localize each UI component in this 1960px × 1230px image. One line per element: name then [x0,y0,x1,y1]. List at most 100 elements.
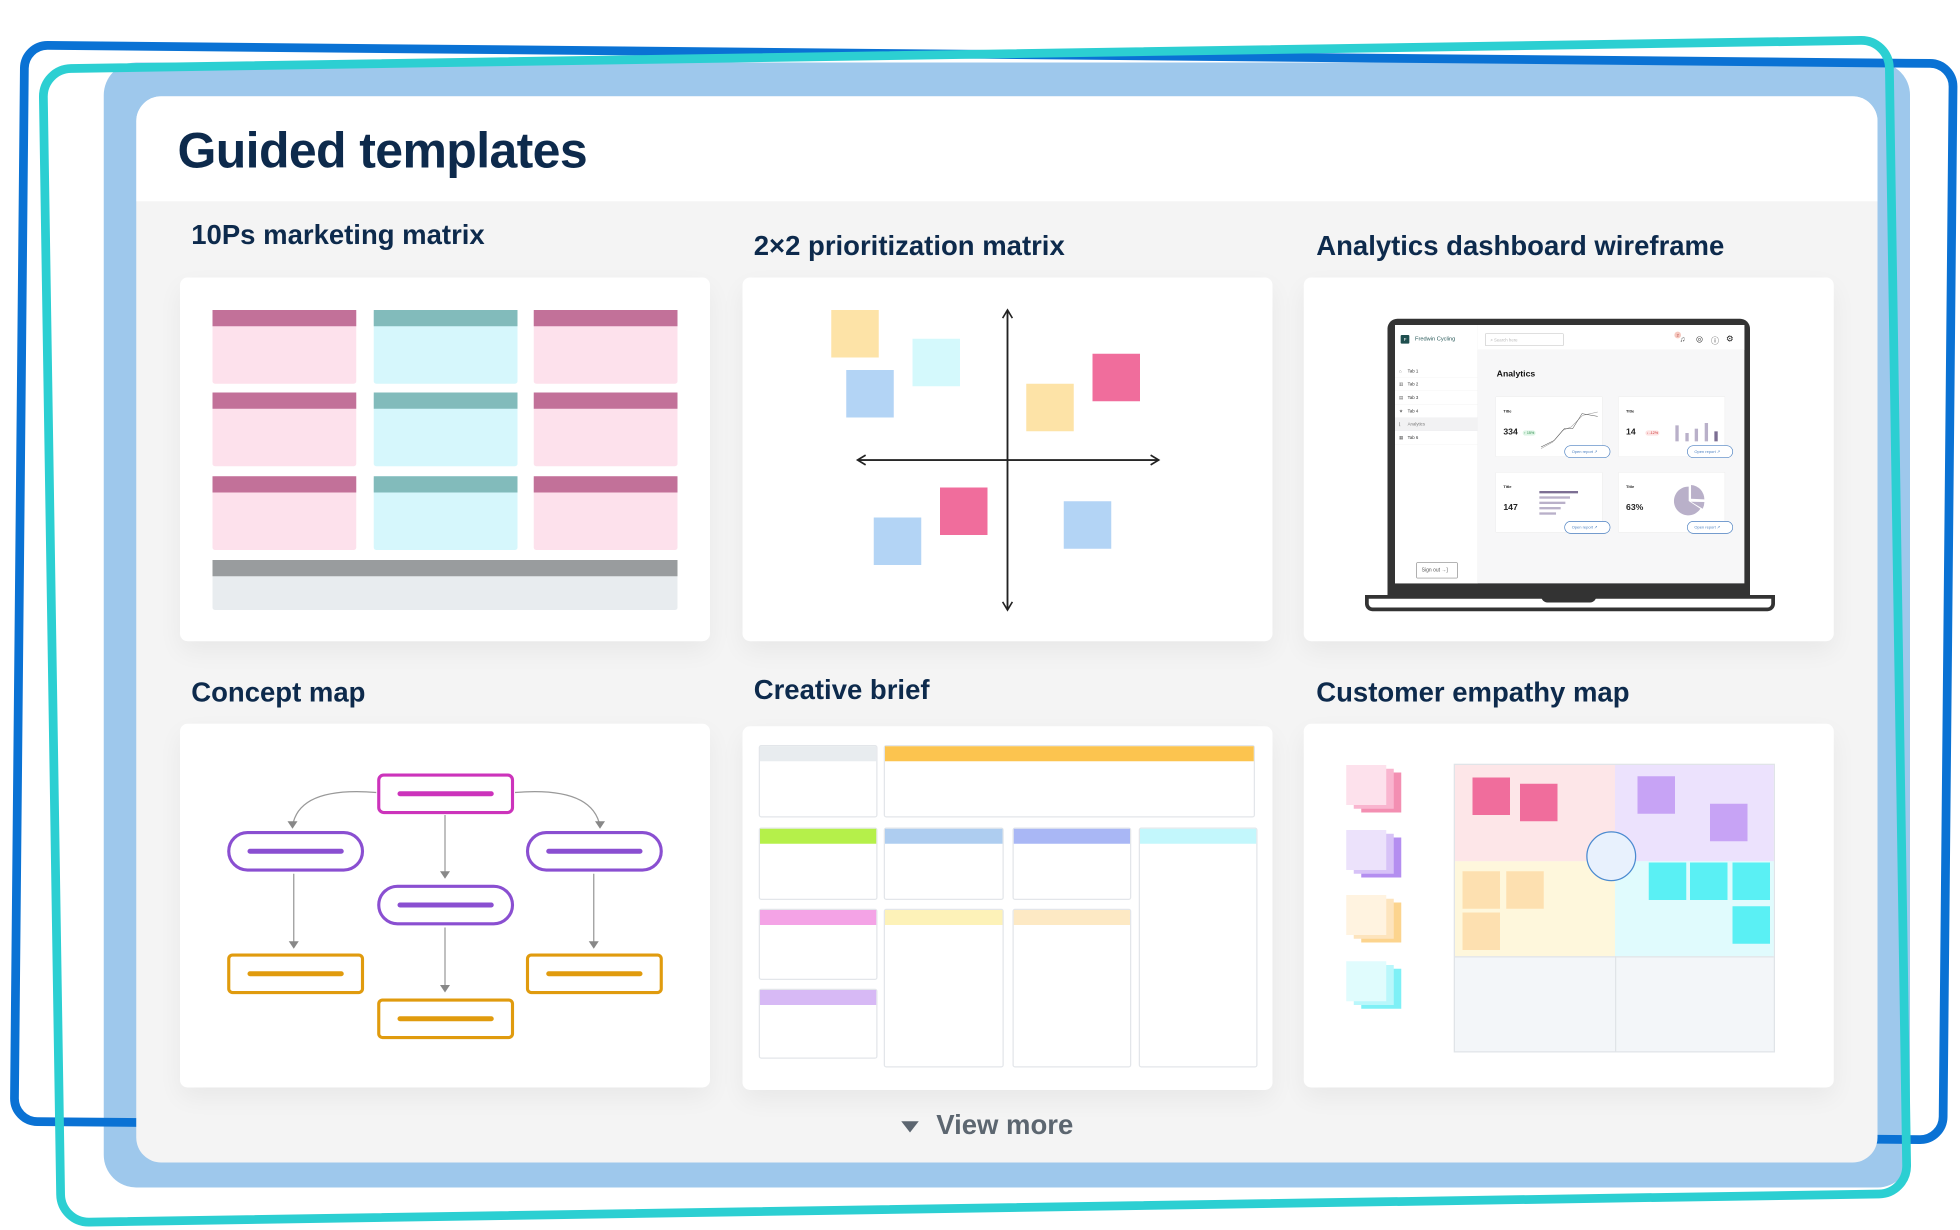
brand-name: Fredwin Cycling [1415,335,1456,343]
template-title-empathy: Customer empathy map [1316,676,1630,708]
grid-icon: ▥ [1399,381,1404,387]
sticky-note [1732,906,1770,944]
help-icon[interactable]: ⓘ [1711,336,1720,346]
wf-tab-analytics[interactable]: ⌊Analytics [1395,417,1478,432]
template-tile [533,310,678,384]
view-more-button[interactable]: View more [901,1109,1073,1142]
template-card-concept[interactable] [180,723,710,1088]
wf-tab[interactable]: ▥Tab 2 [1395,378,1478,392]
open-report-button[interactable]: Open report ↗ [1687,521,1734,534]
sticky-stack [1346,961,1387,1002]
user-icon[interactable]: ◎ [1696,334,1704,344]
panel-header: Guided templates [136,96,1878,202]
sticky-note [846,370,894,418]
wf-tab[interactable]: ▤Tab 3 [1395,391,1478,405]
template-card-10ps[interactable] [180,277,710,642]
sticky-stack [1346,830,1387,870]
hbar [1539,512,1557,515]
template-title-concept: Concept map [191,676,366,708]
sticky-note [873,517,922,565]
wf-tab[interactable]: ⌂Tab 1 [1395,364,1478,378]
sticky-stack [1346,895,1387,935]
laptop-notch [1541,595,1597,603]
hbar [1539,496,1571,499]
sticky-note [1506,871,1544,909]
wf-page-title: Analytics [1496,368,1536,379]
wf-sidebar: F Fredwin Cycling ⌂Tab 1 ▥Tab 2 ▤Tab 3 ★… [1395,325,1478,584]
template-tile [373,392,518,467]
caret-down-icon [901,1120,919,1133]
hbar [1539,507,1561,510]
chart-icon: ⌊ [1399,421,1401,427]
template-card-2x2[interactable] [742,277,1273,642]
wf-tab[interactable]: ▦Tab 6 [1395,431,1478,445]
sticky-note [1637,776,1675,814]
sticky-note [1710,803,1748,842]
wf-header: ⌕ Search here 2 ♫ ◎ ⓘ ⚙ [1477,325,1745,351]
template-card-empathy[interactable] [1303,723,1834,1088]
sticky-stack [1346,765,1387,805]
sticky-note [1732,862,1770,900]
search-input[interactable]: ⌕ Search here [1485,333,1564,347]
bar [1704,423,1709,442]
home-icon: ⌂ [1399,368,1402,374]
open-report-button[interactable]: Open report ↗ [1687,445,1734,459]
brand-logo: F [1400,335,1410,344]
frame-border-teal [38,35,1912,1227]
bar [1675,425,1679,442]
template-tile [758,745,878,818]
template-tile [373,476,518,550]
pie-chart [1673,485,1705,516]
sticky-note [940,487,988,535]
sticky-note [912,338,960,387]
bell-icon[interactable]: ♫ [1679,335,1686,344]
bar [1714,431,1718,442]
template-tile [883,908,1004,1068]
template-tile [1138,827,1258,1068]
sticky-note [1472,777,1510,815]
template-tile [212,476,357,550]
template-tile [758,908,878,980]
hbar [1539,501,1566,505]
template-tile [373,310,518,384]
grid-divider [1455,956,1774,958]
star-icon: ★ [1399,408,1403,414]
wf-tab[interactable]: ★Tab 4 [1395,404,1478,418]
template-card-brief[interactable] [742,726,1273,1090]
template-title-brief: Creative brief [753,673,930,705]
axes [855,308,1161,612]
template-card-analytics[interactable]: F Fredwin Cycling ⌂Tab 1 ▥Tab 2 ▤Tab 3 ★… [1303,277,1834,642]
sticky-note [1462,871,1500,909]
sign-out-button[interactable]: Sign out →] [1416,562,1458,579]
notification-badge: 2 [1674,331,1682,339]
template-title-analytics: Analytics dashboard wireframe [1316,230,1725,262]
line-chart [1540,411,1598,449]
template-tile [212,392,357,467]
gear-icon[interactable]: ⚙ [1726,333,1734,344]
sticky-note [831,310,879,358]
doc-icon: ▤ [1399,395,1404,401]
template-tile [1012,908,1132,1068]
hbar [1539,491,1579,494]
template-title-10ps: 10Ps marketing matrix [191,218,485,250]
grid-divider [1615,956,1617,1053]
sticky-note [1648,862,1687,900]
page-title: Guided templates [177,123,588,179]
sticky-note [1063,501,1112,549]
concept-diagram [227,773,663,1040]
list-icon: ▦ [1399,435,1404,441]
open-report-button[interactable]: Open report ↗ [1564,521,1611,534]
template-title-2x2: 2×2 prioritization matrix [753,230,1065,262]
laptop-screen: F Fredwin Cycling ⌂Tab 1 ▥Tab 2 ▤Tab 3 ★… [1395,325,1745,584]
template-tile [533,476,678,550]
sticky-note [1690,862,1728,900]
template-tile [212,560,678,610]
template-tile [883,745,1255,818]
open-report-button[interactable]: Open report ↗ [1564,445,1611,459]
sticky-note [1462,912,1500,950]
template-tile [212,310,357,384]
